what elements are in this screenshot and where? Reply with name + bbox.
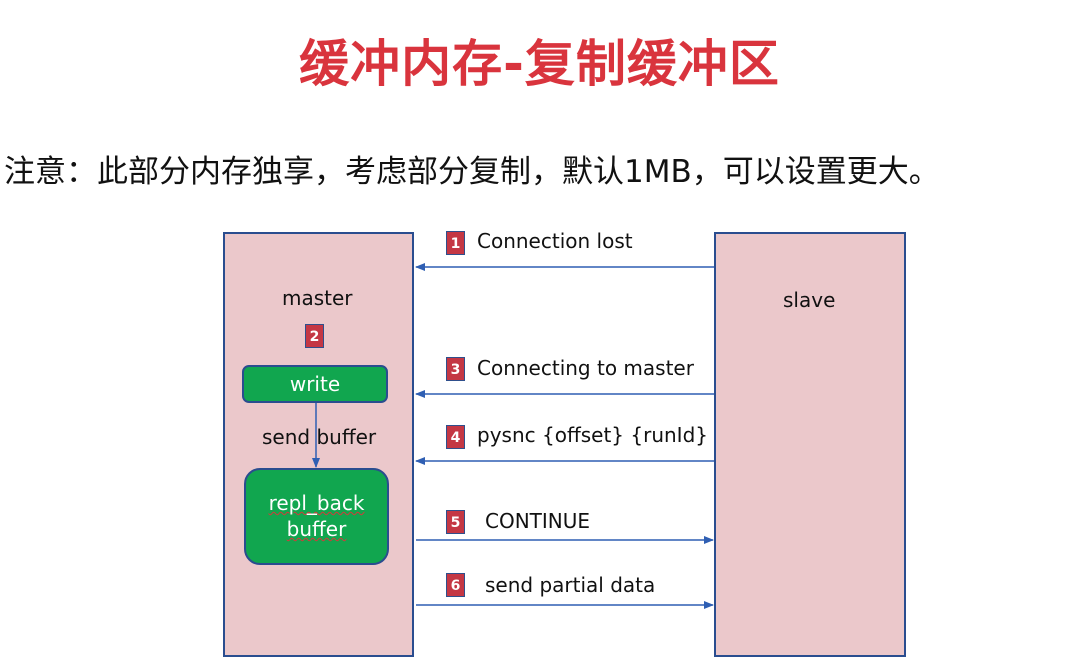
repl-back-buffer-line1: repl_back [268,491,365,515]
step-label-3: Connecting to master [477,356,694,380]
repl-back-buffer-line2: buffer [286,517,347,541]
note-text: 注意：此部分内存独享，考虑部分复制，默认1MB，可以设置更大。 [4,154,940,190]
slave-box [714,232,906,657]
step-badge-6: 6 [446,573,465,597]
step-label-4: pysnc {offset} {runId} [477,423,708,447]
step-label-6: send partial data [485,573,656,597]
step-badge-1: 1 [446,231,465,255]
slave-label: slave [783,288,836,312]
repl-back-buffer-box: repl_back buffer [244,468,389,565]
step-badge-2: 2 [305,324,324,348]
page-title: 缓冲内存-复制缓冲区 [299,35,780,93]
step-badge-3: 3 [446,357,465,381]
step-label-1: Connection lost [477,229,633,253]
master-label: master [282,286,353,310]
write-box: write [242,365,388,403]
step-label-5: CONTINUE [485,509,591,533]
send-buffer-label: send buffer [262,425,377,449]
step-badge-4: 4 [446,425,465,449]
master-box [223,232,414,657]
step-badge-5: 5 [446,510,465,534]
